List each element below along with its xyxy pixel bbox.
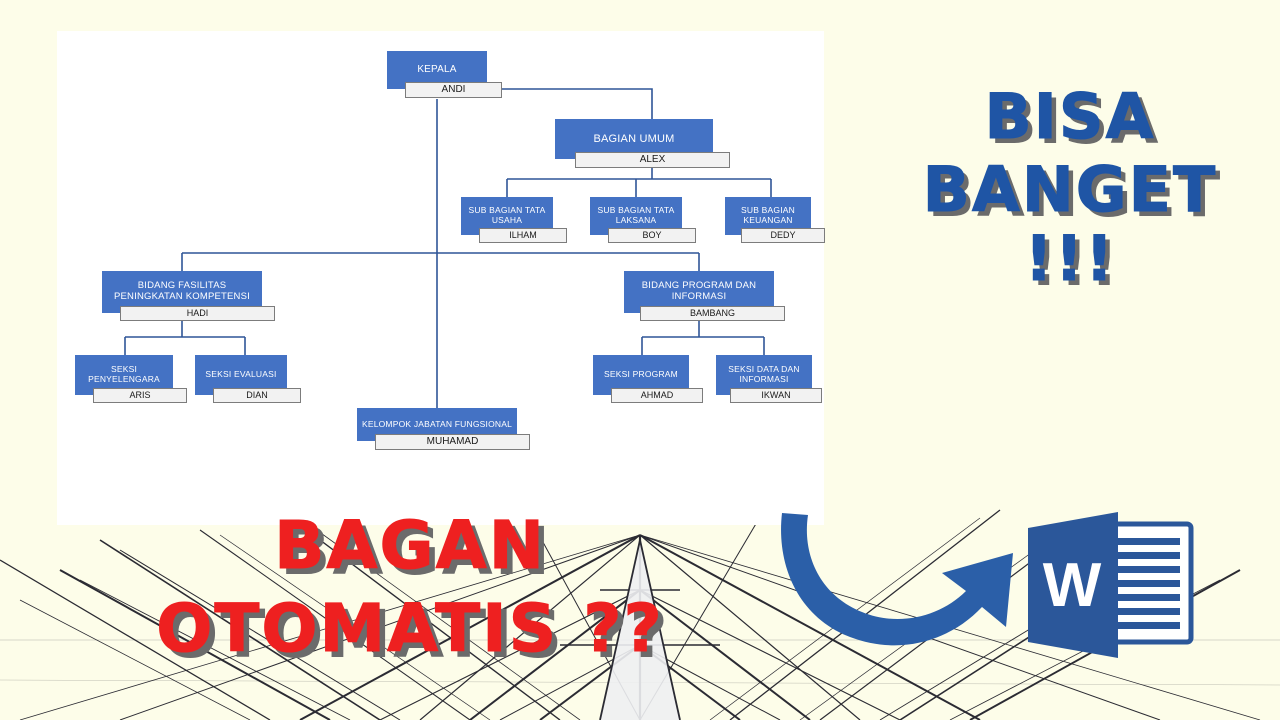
- org-node-bagian-umum[interactable]: BAGIAN UMUM ALEX: [555, 119, 730, 168]
- org-node-sub-bagian-tata-laksana[interactable]: SUB BAGIAN TATA LAKSANA BOY: [590, 197, 696, 243]
- microsoft-word-icon[interactable]: W: [1022, 510, 1197, 660]
- org-node-kelompok-jabatan-fungsional[interactable]: KELOMPOK JABATAN FUNGSIONAL MUHAMAD: [357, 408, 530, 450]
- headline-line-1: BISA: [984, 79, 1156, 153]
- headline-bagan-otomatis: BAGAN OTOMATIS ??: [60, 505, 760, 670]
- org-node-seksi-program[interactable]: SEKSI PROGRAM AHMAD: [593, 355, 703, 403]
- org-node-name: AHMAD: [611, 388, 703, 403]
- org-node-name: ARIS: [93, 388, 187, 403]
- org-node-bidang-fasilitas[interactable]: BIDANG FASILITAS PENINGKATAN KOMPETENSI …: [102, 271, 275, 321]
- organization-chart: KEPALA ANDI BAGIAN UMUM ALEX SUB BAGIAN …: [57, 31, 825, 525]
- org-chart-panel: KEPALA ANDI BAGIAN UMUM ALEX SUB BAGIAN …: [57, 31, 825, 525]
- org-node-seksi-evaluasi[interactable]: SEKSI EVALUASI DIAN: [195, 355, 301, 403]
- org-node-bidang-program[interactable]: BIDANG PROGRAM DAN INFORMASI BAMBANG: [624, 271, 785, 321]
- headline-line-2: BANGET: [922, 153, 1218, 227]
- org-node-name: ALEX: [575, 152, 730, 168]
- org-node-name: MUHAMAD: [375, 434, 530, 450]
- headline-bisa-banget: BISA BANGET !!!: [860, 79, 1280, 296]
- headline-bottom-line-1: BAGAN: [274, 507, 546, 585]
- org-node-name: BOY: [608, 228, 696, 243]
- org-node-sub-bagian-keuangan[interactable]: SUB BAGIAN KEUANGAN DEDY: [725, 197, 825, 243]
- org-node-name: DEDY: [741, 228, 825, 243]
- org-node-name: HADI: [120, 306, 275, 321]
- org-node-name: DIAN: [213, 388, 301, 403]
- org-node-name: IKWAN: [730, 388, 822, 403]
- org-node-name: ANDI: [405, 82, 502, 98]
- org-node-seksi-data-informasi[interactable]: SEKSI DATA DAN INFORMASI IKWAN: [716, 355, 822, 403]
- org-node-name: ILHAM: [479, 228, 567, 243]
- org-node-name: BAMBANG: [640, 306, 785, 321]
- headline-line-3: !!!: [1024, 222, 1116, 296]
- curved-arrow-icon: [781, 513, 1013, 646]
- headline-bottom-line-2: OTOMATIS ??: [156, 589, 664, 667]
- org-node-seksi-penyelengara[interactable]: SEKSI PENYELENGARA ARIS: [75, 355, 187, 403]
- word-icon-letter: W: [1043, 551, 1102, 620]
- org-chart-connectors: [124, 88, 772, 408]
- org-node-sub-bagian-tata-usaha[interactable]: SUB BAGIAN TATA USAHA ILHAM: [461, 197, 567, 243]
- org-node-kepala[interactable]: KEPALA ANDI: [387, 51, 502, 98]
